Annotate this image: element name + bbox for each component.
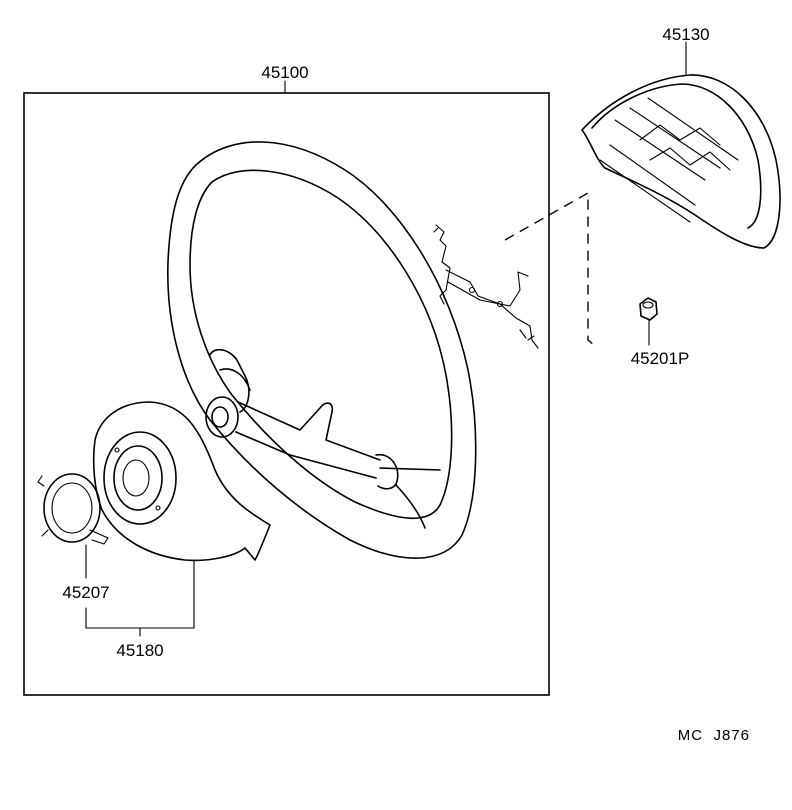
spiral-ring-part-number: 45207	[62, 583, 109, 602]
wheel-assembly-part-number: 45100	[261, 63, 308, 82]
lower-cover-part-number: 45180	[116, 641, 163, 660]
center-pad-part-number: 45130	[662, 25, 709, 44]
mounting-bracket	[433, 224, 539, 349]
nut-part-number: 45201P	[631, 349, 690, 368]
alignment-dash-line	[504, 191, 596, 347]
diagram-code: MC J876	[678, 727, 750, 744]
lower-cover	[92, 401, 271, 562]
assembly-frame	[23, 92, 550, 696]
center-pad	[581, 74, 781, 249]
nut	[639, 297, 658, 321]
spiral-ring	[37, 473, 109, 545]
steering-wheel	[167, 141, 477, 559]
